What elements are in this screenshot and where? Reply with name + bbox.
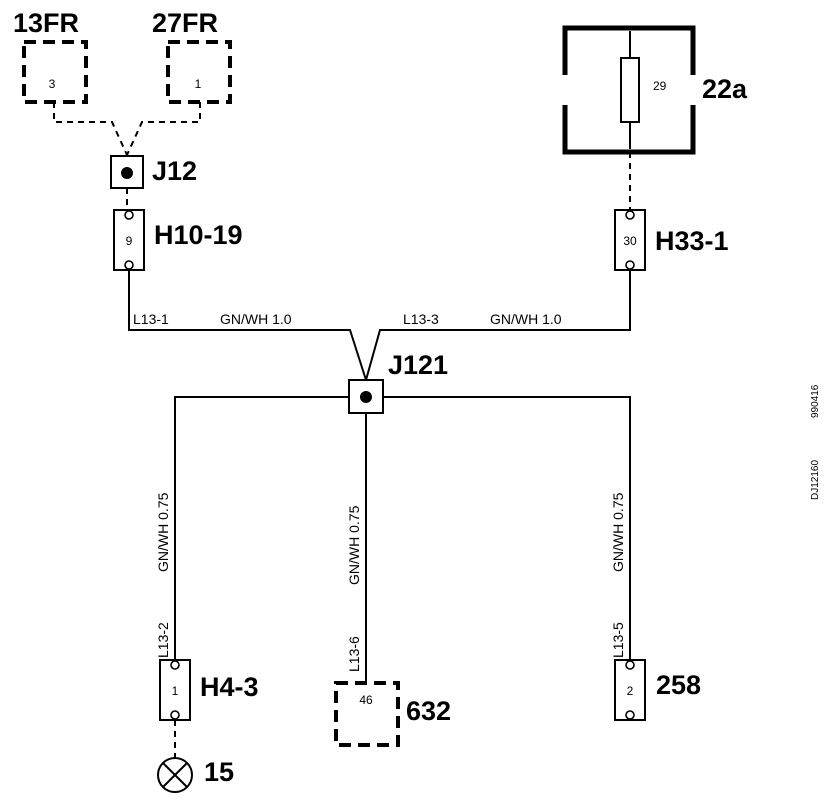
dashed-wire-27fr xyxy=(126,102,201,156)
connector-h10-19-pin-top xyxy=(124,210,134,220)
component-632-box xyxy=(334,681,400,747)
connector-h4-3-label: H4-3 xyxy=(200,672,259,702)
drawing-code: DJ12160 xyxy=(810,460,821,500)
wire-l13-1 xyxy=(128,270,367,381)
connector-258-pin-top xyxy=(625,660,635,670)
wire-l13-6-spec: GN/WH 0.75 xyxy=(346,505,362,585)
wire-l13-1-id: L13-1 xyxy=(133,311,169,327)
component-13fr-pin: 3 xyxy=(49,77,56,91)
wire-l13-2-id: L13-2 xyxy=(155,622,171,658)
connector-h10-19-box xyxy=(113,209,145,271)
component-22a-pin: 29 xyxy=(653,79,667,93)
wire-l13-1-spec: GN/WH 1.0 xyxy=(220,311,292,327)
connector-258-pin: 2 xyxy=(627,684,634,698)
wire-l13-2-spec: GN/WH 0.75 xyxy=(155,492,171,572)
date-code: 990416 xyxy=(810,384,821,418)
connector-h10-19-pin: 9 xyxy=(126,234,133,248)
connector-258-label: 258 xyxy=(656,670,701,700)
component-13fr-label: 13FR xyxy=(13,8,79,38)
connector-h10-19-label: H10-19 xyxy=(154,220,243,250)
lamp-icon-cross-2 xyxy=(162,762,188,788)
component-27fr-label: 27FR xyxy=(152,8,218,38)
component-632-label: 632 xyxy=(406,696,451,726)
connector-h4-3-pin-top xyxy=(170,660,180,670)
junction-j12-label: J12 xyxy=(152,156,197,186)
connector-h4-3-box xyxy=(159,659,191,721)
connector-h33-1-pin-bottom xyxy=(625,260,635,270)
component-22a-fuse xyxy=(620,57,640,123)
connector-h33-1-label: H33-1 xyxy=(655,226,729,256)
junction-j12-dot xyxy=(121,167,133,179)
component-27fr-box xyxy=(166,40,232,104)
lamp-label: 15 xyxy=(204,757,234,787)
connector-258-pin-bottom xyxy=(625,710,635,720)
junction-j121-dot xyxy=(360,391,372,403)
connector-h4-3-pin-bottom xyxy=(170,710,180,720)
component-13fr-box xyxy=(22,40,88,104)
connector-h4-3-pin: 1 xyxy=(172,684,179,698)
dashed-wire-13fr xyxy=(53,102,128,156)
wire-bus-left xyxy=(174,396,349,660)
wire-l13-6-id: L13-6 xyxy=(346,636,362,672)
connector-h10-19-pin-bottom xyxy=(124,260,134,270)
wire-bus-right xyxy=(383,396,631,660)
connector-258-box xyxy=(614,659,646,721)
connector-h33-1-pin: 30 xyxy=(623,234,637,248)
component-27fr-pin: 1 xyxy=(195,77,202,91)
wire-l13-5-spec: GN/WH 0.75 xyxy=(610,492,626,572)
wire-l13-5-id: L13-5 xyxy=(610,622,626,658)
wire-l13-3 xyxy=(365,270,631,381)
connector-h33-1-pin-top xyxy=(625,210,635,220)
wire-l13-3-id: L13-3 xyxy=(403,311,439,327)
component-22a-label: 22a xyxy=(702,74,748,104)
junction-j121-label: J121 xyxy=(388,350,448,380)
component-632-pin: 46 xyxy=(359,693,373,707)
wire-l13-3-spec: GN/WH 1.0 xyxy=(490,311,562,327)
